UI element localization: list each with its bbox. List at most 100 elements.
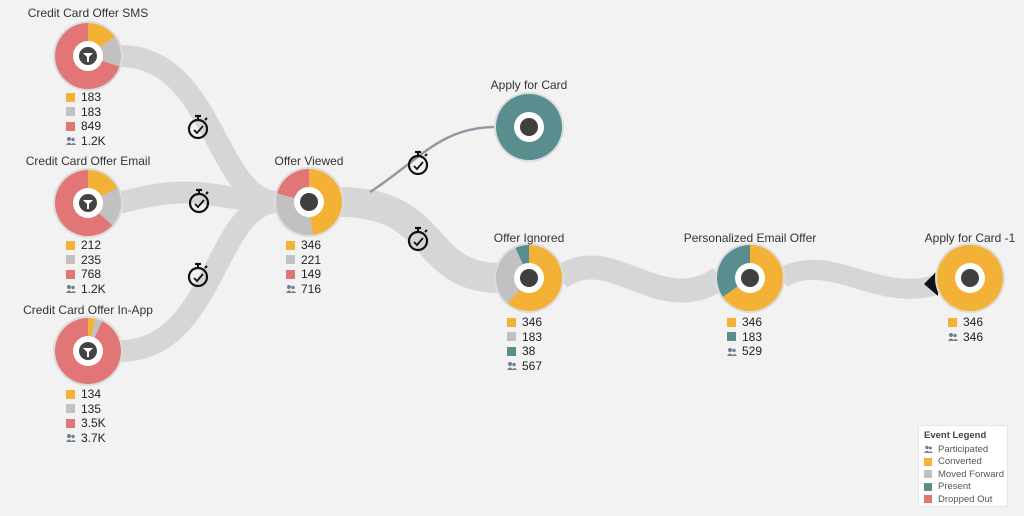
stat-participated: 529 [727,344,762,359]
swatch-moved_forward [507,332,516,342]
legend-item-present: Present [924,481,1007,494]
swatch-converted [66,240,75,250]
legend-label: Converted [938,456,982,468]
stat-value: 346 [963,329,984,344]
stat-value: 529 [742,344,763,358]
participants-icon [924,445,933,454]
legend-swatch-dropped_out [924,495,932,504]
link-viewed-to-apply [369,125,497,194]
flow-viewed-to-ignored [339,187,501,293]
swatch-converted [66,92,75,102]
node-sms[interactable] [53,21,123,91]
flow-sms-to-viewed [119,45,280,213]
swatch-converted [66,389,75,399]
stat-converted: 346 [507,315,542,330]
stopwatch-icon[interactable] [407,226,429,252]
node-apply[interactable] [494,92,564,162]
node-center-dot-icon [520,118,538,136]
swatch-moved_forward [286,255,295,265]
legend-item-participated: Participated [924,443,1007,456]
swatch-moved_forward [66,255,75,265]
flow-inapp-to-viewed [119,191,280,362]
stopwatch-icon[interactable] [187,114,209,140]
stat-dropped_out: 3.5K [66,416,106,431]
donut-slice-present [717,244,750,297]
legend-swatch-converted [924,457,932,466]
stat-present: 183 [727,330,762,345]
timer-icon [79,342,97,360]
stat-converted: 183 [66,90,106,105]
swatch-converted [727,317,736,327]
stat-present: 38 [507,344,542,359]
stat-value: 149 [301,267,322,281]
swatch-converted [948,317,957,327]
stat-value: 716 [301,281,322,296]
stat-participated: 346 [948,330,983,345]
stat-value: 38 [522,344,536,358]
journey-nodes [53,21,1005,386]
stat-converted: 346 [286,238,321,253]
flow-ignored-to-personal [552,255,727,303]
legend-label: Present [938,481,971,493]
flow-paths [116,45,942,362]
stat-value: 768 [81,267,102,281]
legend-swatch-moved_forward [924,470,932,479]
participants-icon [66,285,76,294]
legend-label: Dropped Out [938,493,993,505]
node-title-inapp: Credit Card Offer In-App [23,303,153,317]
stat-value: 346 [301,238,322,252]
legend-label: Moved Forward [938,468,1004,480]
stat-participated: 716 [286,282,321,297]
swatch-moved_forward [66,404,75,414]
node-personalized[interactable] [715,243,785,313]
stat-converted: 346 [727,315,762,330]
node-title-email: Credit Card Offer Email [25,154,151,168]
node-viewed[interactable] [274,167,344,237]
stat-value: 3.7K [81,430,106,445]
node-title-viewed: Offer Viewed [274,154,344,168]
node-email[interactable] [53,168,123,238]
swatch-dropped_out [66,121,75,131]
node-center-dot-icon [300,193,318,211]
timer-icon [79,194,97,212]
stat-participated: 3.7K [66,431,106,446]
node-center-dot-icon [961,269,979,287]
node-title-ignored: Offer Ignored [493,231,565,245]
swatch-converted [507,317,516,327]
node-inapp[interactable] [53,316,123,386]
stat-dropped_out: 149 [286,267,321,282]
legend-title: Event Legend [924,430,987,441]
stat-converted: 346 [948,315,983,330]
stat-converted: 212 [66,238,106,253]
swatch-converted [286,240,295,250]
stat-value: 221 [301,252,322,267]
node-center-dot-icon [741,269,759,287]
timer-markers [187,114,429,288]
timer-icon [79,47,97,65]
swatch-present [727,332,736,342]
stopwatch-icon[interactable] [187,262,209,288]
stat-participated: 1.2K [66,134,106,149]
node-ignored[interactable] [494,243,564,313]
stat-value: 235 [81,252,102,267]
stopwatch-icon[interactable] [407,150,429,176]
participants-icon [727,347,737,356]
node-title-personalized: Personalized Email Offer [683,231,817,245]
swatch-dropped_out [286,269,295,279]
legend-label: Participated [938,443,989,455]
swatch-dropped_out [66,418,75,428]
flow-personal-to-apply1 [776,259,942,299]
stopwatch-icon[interactable] [188,188,210,214]
legend-item-converted: Converted [924,456,1007,469]
donut-slice-moved_forward [495,247,529,304]
node-title-apply1: Apply for Card -1 [924,231,1016,245]
stat-value: 567 [522,358,543,373]
node-apply1[interactable] [935,243,1005,313]
stat-dropped_out: 768 [66,267,106,282]
